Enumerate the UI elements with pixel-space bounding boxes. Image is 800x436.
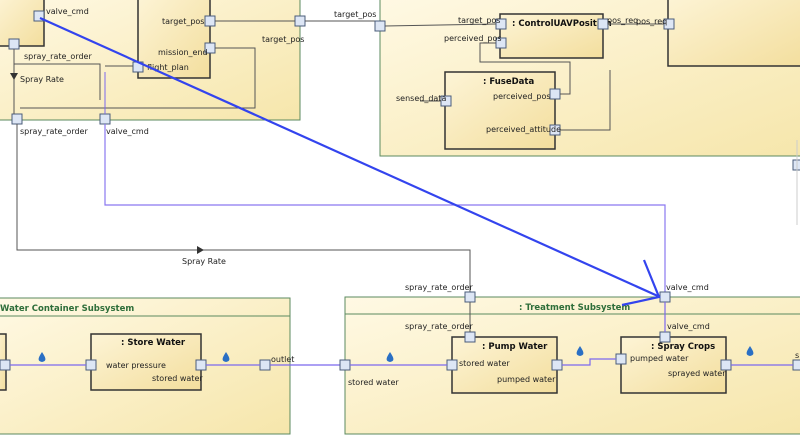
label-stored-water-ext: stored water bbox=[348, 378, 399, 387]
label-spray-valve-cmd: valve_cmd bbox=[667, 322, 710, 331]
port-spray-rate-order-bottom[interactable] bbox=[11, 113, 23, 125]
connector-valve-cmd-flow bbox=[104, 124, 666, 292]
label-pos-req-out: pos_req bbox=[607, 16, 638, 25]
port-pump-stored-water[interactable] bbox=[446, 359, 458, 371]
label-water-pressure: water pressure bbox=[106, 361, 166, 370]
spray-rate-arrow-head-top bbox=[10, 73, 18, 80]
label-spray-sprayed-water: sprayed water bbox=[668, 369, 726, 378]
port-outlet[interactable] bbox=[259, 359, 271, 371]
top-right-partial-block[interactable] bbox=[667, 0, 800, 67]
label-flight-plan: flight_plan bbox=[147, 63, 189, 72]
port-pump-pumped-water[interactable] bbox=[551, 359, 563, 371]
label-pump-pumped-water: pumped water bbox=[497, 375, 556, 384]
annotation-arrow bbox=[39, 16, 661, 307]
annotation-arrow-line bbox=[39, 16, 661, 299]
port-spray-pumped-water[interactable] bbox=[615, 353, 627, 365]
port-pump-spray-rate-order[interactable] bbox=[464, 331, 476, 343]
label-target-pos-boundary: target_pos bbox=[262, 35, 304, 44]
label-spray-rate-order-bottom: spray_rate_order bbox=[20, 127, 88, 136]
port-left-water[interactable] bbox=[0, 359, 11, 371]
port-perceived-pos-fuse[interactable] bbox=[549, 88, 561, 100]
treatment-subsystem: : Treatment Subsystem : Pump Water : Spr… bbox=[339, 283, 800, 435]
port-target-pos-boundary[interactable] bbox=[294, 15, 306, 27]
label-valve-cmd-bottom: valve_cmd bbox=[106, 127, 149, 136]
spray-crops-block[interactable] bbox=[620, 336, 727, 394]
label-stored-water-out: stored water bbox=[152, 374, 203, 383]
treatment-title: : Treatment Subsystem bbox=[519, 303, 630, 313]
label-valve-cmd-ext: valve_cmd bbox=[666, 283, 709, 292]
label-spray-rate-order-top: spray_rate_order bbox=[24, 52, 92, 61]
label-pos-req-in: pos_req bbox=[636, 17, 667, 26]
label-target-pos-link: target_pos bbox=[334, 10, 376, 19]
connector-target-pos-internal bbox=[384, 23, 497, 27]
water-droplet-icon bbox=[746, 346, 754, 356]
port-right-edge[interactable] bbox=[792, 359, 800, 371]
connector-perceived-pos-loop bbox=[479, 42, 571, 95]
port-left-small[interactable] bbox=[8, 38, 20, 50]
port-target-pos-in[interactable] bbox=[374, 20, 386, 32]
connector-perceived-attitude bbox=[560, 70, 611, 131]
water-container-title: Water Container Subsystem bbox=[0, 304, 134, 314]
port-valve-cmd-top[interactable] bbox=[33, 10, 45, 22]
port-store-water-out[interactable] bbox=[195, 359, 207, 371]
label-perceived-pos-ctrl: perceived_pos bbox=[444, 34, 502, 43]
spray-crops-title: : Spray Crops bbox=[651, 342, 715, 352]
fuse-data-title: : FuseData bbox=[483, 77, 534, 87]
label-target-pos-ctrl: target_pos bbox=[458, 16, 500, 25]
water-droplet-icon bbox=[38, 352, 46, 362]
top-right-system: : ControlUAVPosition : FuseData target_p… bbox=[374, 0, 800, 171]
control-uav-position-title: : ControlUAVPosition bbox=[512, 19, 612, 29]
label-sensed-data: sensed_data bbox=[396, 94, 446, 103]
label-valve-cmd-top: valve_cmd bbox=[46, 7, 89, 16]
control-uav-position-block[interactable] bbox=[499, 13, 604, 59]
pump-water-title: : Pump Water bbox=[482, 342, 548, 352]
annotation-arrow-head bbox=[621, 259, 661, 307]
fuse-data-block[interactable] bbox=[444, 71, 556, 150]
label-spray-rate-mid: Spray Rate bbox=[182, 257, 226, 266]
store-water-title: : Store Water bbox=[121, 338, 186, 348]
port-spray-valve-cmd[interactable] bbox=[659, 331, 671, 343]
label-spray-pumped-water: pumped water bbox=[630, 354, 689, 363]
label-perceived-pos-fuse: perceived_pos bbox=[493, 92, 551, 101]
label-pump-spray-rate-order: spray_rate_order bbox=[405, 322, 473, 331]
connector-spray-rate-order-flow bbox=[16, 124, 471, 292]
pump-water-block[interactable] bbox=[451, 336, 558, 394]
flow-pump-to-spray bbox=[562, 358, 616, 366]
port-valve-cmd-ext[interactable] bbox=[659, 291, 671, 303]
label-mission-end: mission_end bbox=[158, 48, 208, 57]
spray-rate-arrow-head-mid bbox=[197, 246, 204, 254]
label-outlet: outlet bbox=[271, 355, 294, 364]
label-perceived-attitude: perceived_attitude bbox=[486, 125, 561, 134]
connector-mission-loop bbox=[20, 47, 256, 109]
port-stored-water-ext[interactable] bbox=[339, 359, 351, 371]
port-store-water-in[interactable] bbox=[85, 359, 97, 371]
port-spray-rate-order-ext[interactable] bbox=[464, 291, 476, 303]
label-target-pos-inner: target_pos bbox=[162, 17, 204, 26]
port-target-pos-inner[interactable] bbox=[204, 15, 216, 27]
label-spray-rate-top: Spray Rate bbox=[20, 75, 64, 84]
port-valve-cmd-bottom[interactable] bbox=[99, 113, 111, 125]
top-left-inner-block-a[interactable] bbox=[0, 0, 45, 47]
water-container-subsystem: Water Container Subsystem : Store Water … bbox=[0, 297, 294, 435]
label-pump-stored-water: stored water bbox=[459, 359, 510, 368]
label-spray-rate-order-ext: spray_rate_order bbox=[405, 283, 473, 292]
label-right-edge: s bbox=[795, 351, 799, 360]
water-droplet-icon bbox=[576, 346, 584, 356]
water-droplet-icon bbox=[222, 352, 230, 362]
water-droplet-icon bbox=[386, 352, 394, 362]
